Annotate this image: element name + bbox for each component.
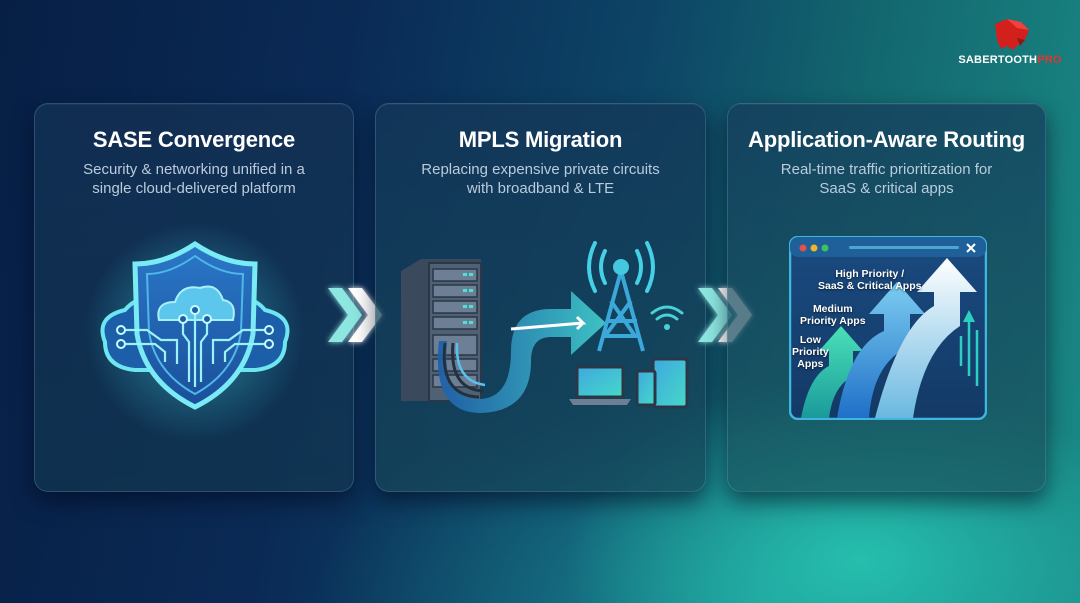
card-subtitle: Security & networking unified in a singl…	[83, 161, 305, 197]
card-application-aware-routing: Application-Aware Routing Real-time traf…	[727, 103, 1046, 492]
card-title: SASE Convergence	[92, 127, 296, 152]
server-to-cell-tower-icon	[401, 241, 689, 413]
card-mpls-migration: MPLS Migration Replacing expensive priva…	[375, 103, 706, 492]
card-subtitle: Real-time traffic prioritization for Saa…	[780, 161, 993, 197]
card-title: Application-Aware Routing	[748, 127, 1025, 152]
sabertooth-head-icon	[995, 19, 1029, 50]
shield-cloud-circuit-icon	[85, 222, 305, 442]
card-subtitle: Replacing expensive private circuits wit…	[421, 161, 660, 197]
sabertooth-logo: SABERTOOTHPRO	[955, 16, 1065, 66]
card-sase-convergence: SASE Convergence Security & networking u…	[34, 103, 354, 492]
low-priority-label: Low Priority Apps	[792, 334, 829, 370]
card-title: MPLS Migration	[458, 127, 623, 152]
medium-priority-label: Medium Priority Apps	[800, 303, 866, 327]
brand-name: SABERTOOTHPRO	[958, 54, 1062, 66]
priority-arrows-window-icon	[789, 236, 987, 420]
high-priority-label: High Priority / SaaS & Critical Apps	[818, 268, 922, 292]
